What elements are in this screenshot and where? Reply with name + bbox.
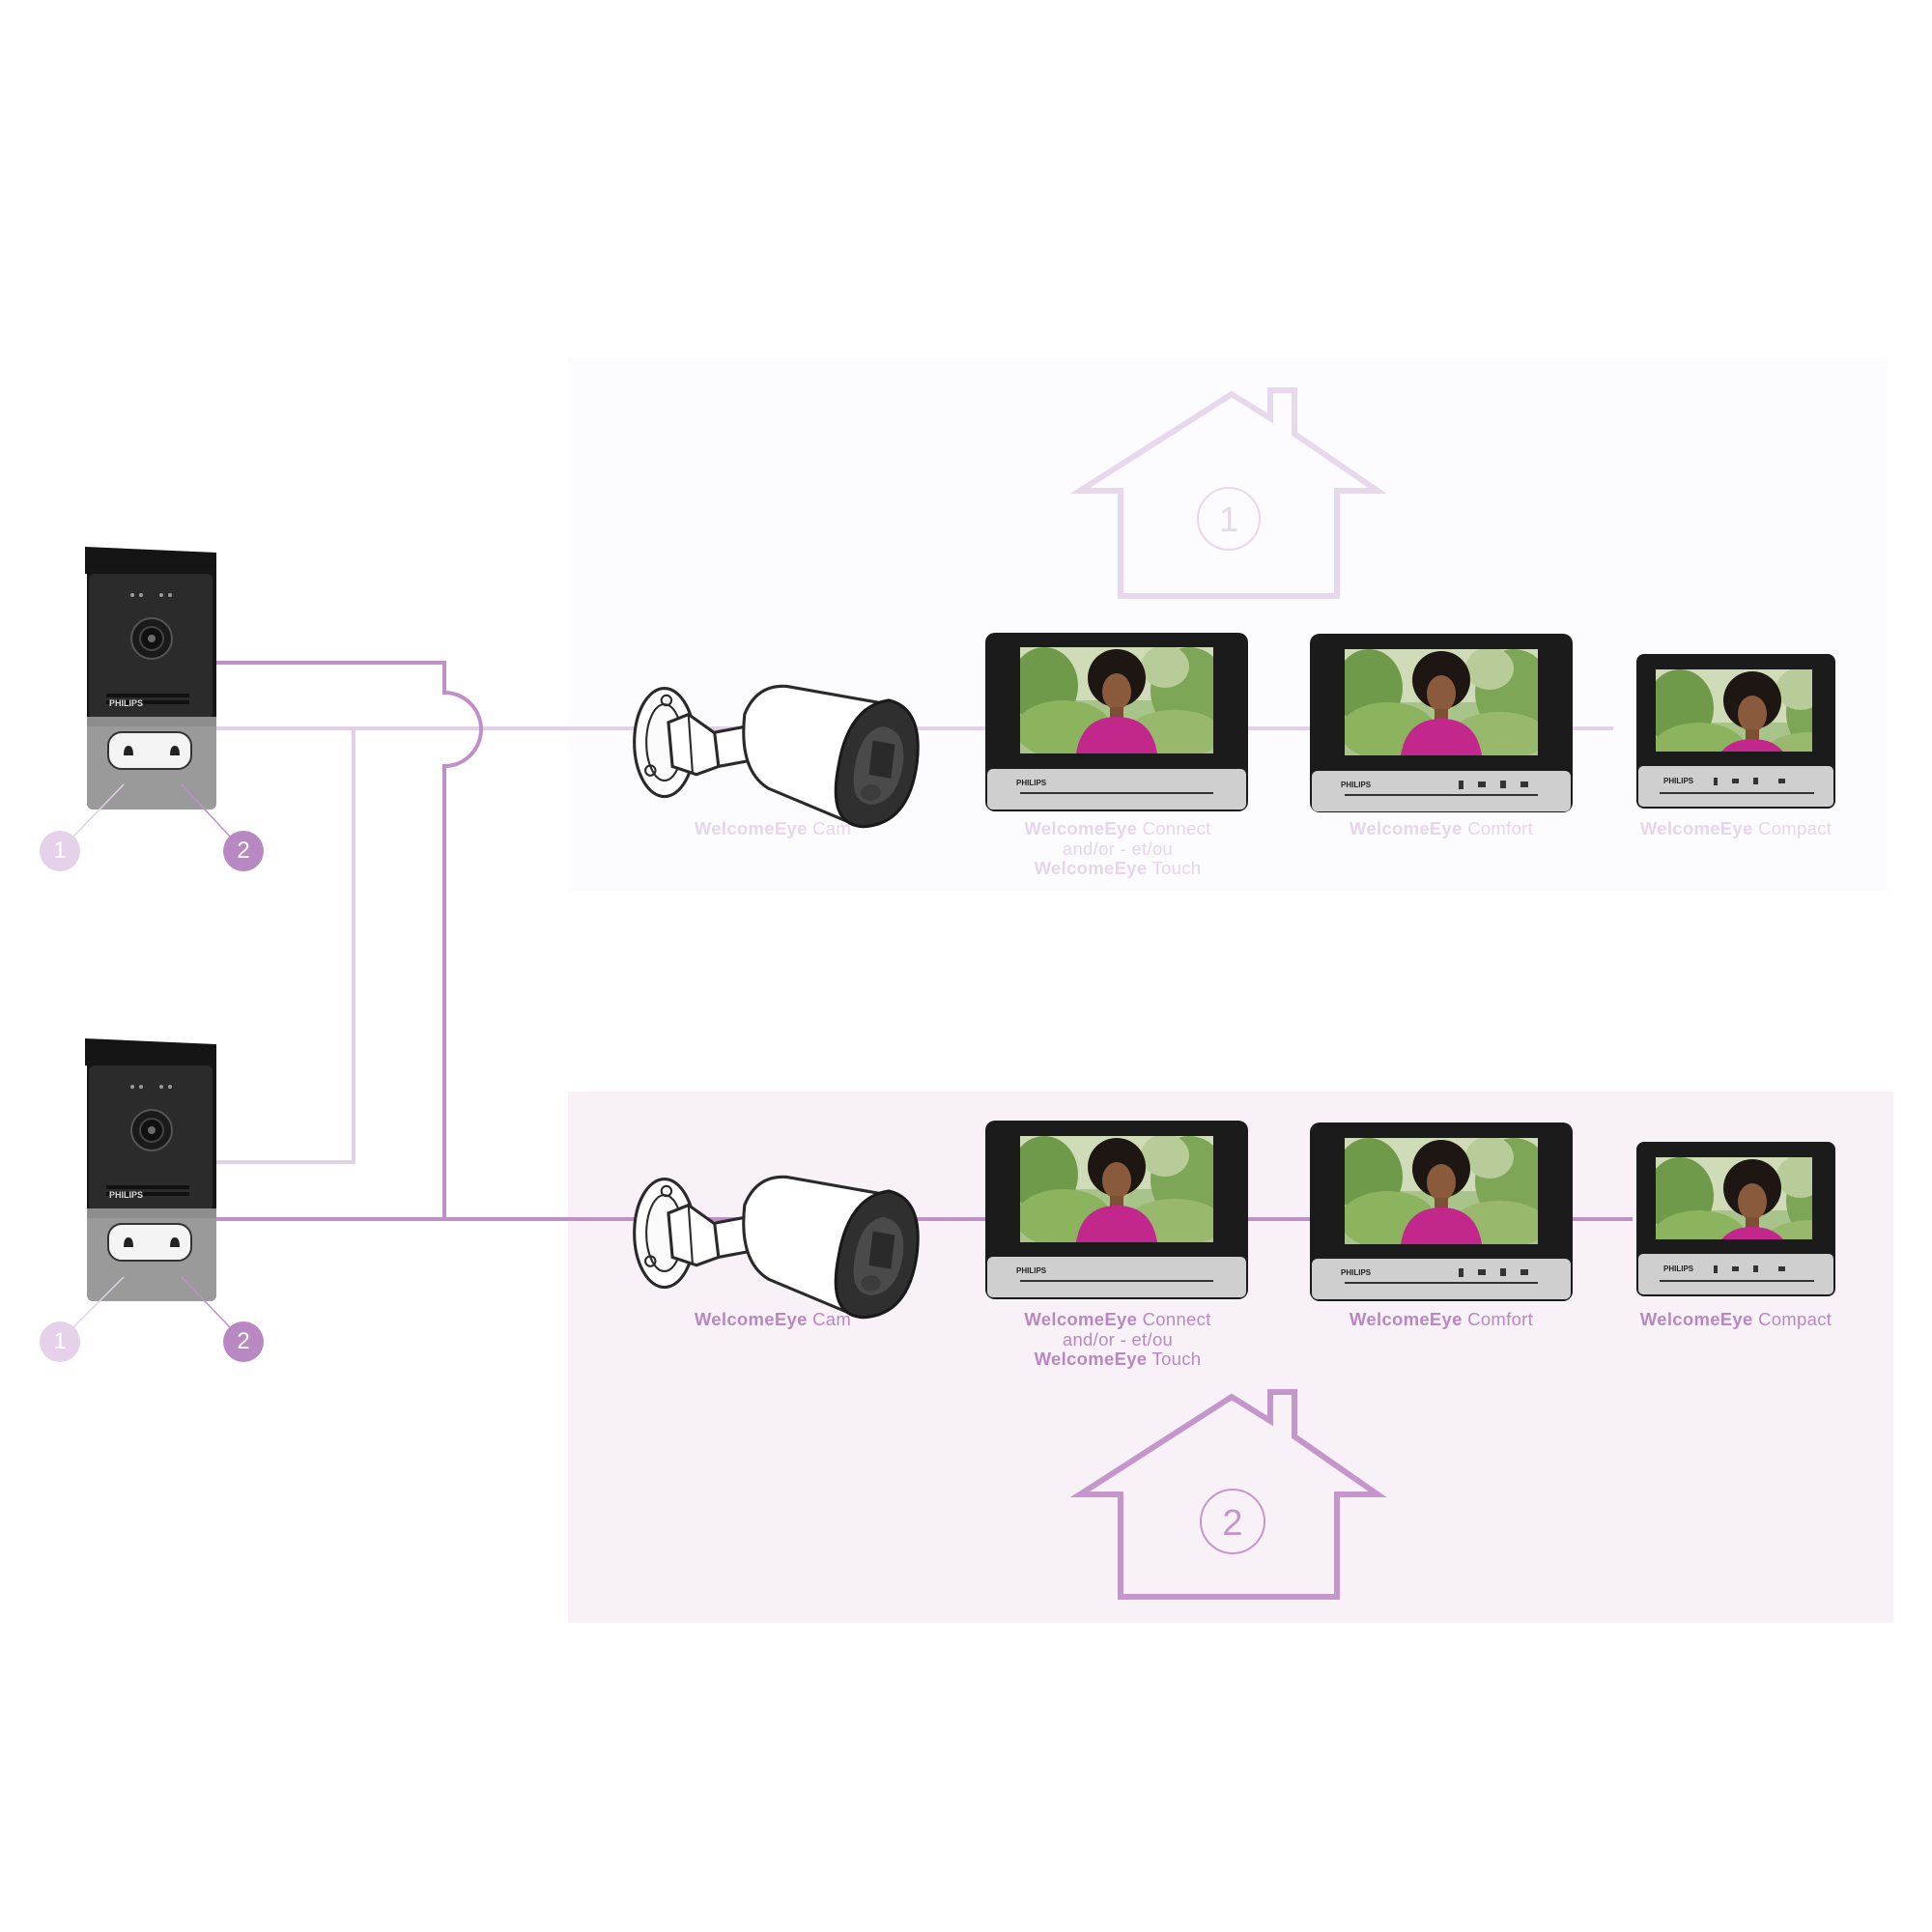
monitor-compact-2-brand: PHILIPS [1663,1264,1694,1273]
panel-2-button-2-badge: 2 [223,1321,264,1362]
monitor-connect-2 [985,1121,1248,1299]
panel-2-button-1-badge: 1 [40,1321,80,1362]
connect-1-caption: WelcomeEye Connect and/or - et/ou Welcom… [1024,818,1211,878]
monitor-compact-1-brand: PHILIPS [1663,777,1694,785]
compact-2-caption: WelcomeEye Compact [1639,1309,1833,1329]
monitor-compact-1 [1636,654,1835,809]
monitor-comfort-2 [1310,1122,1573,1301]
monitor-comfort-1-brand: PHILIPS [1341,781,1372,789]
outdoor-station-2-brand: PHILIPS [109,1190,143,1200]
monitor-connect-2-brand: PHILIPS [1016,1266,1047,1275]
outdoor-station-2 [85,1037,217,1302]
house-2-number: 2 [1222,1503,1242,1544]
outdoor-station-1 [85,546,217,810]
comfort-2-caption: WelcomeEye Comfort [1349,1309,1534,1329]
compact-1-caption: WelcomeEye Compact [1639,818,1833,838]
callout-lines-light [72,783,125,1328]
monitor-comfort-2-brand: PHILIPS [1341,1268,1372,1277]
comfort-1-caption: WelcomeEye Comfort [1349,818,1534,838]
panel-1-button-1-badge: 1 [40,831,80,871]
monitor-connect-1 [985,633,1248,811]
monitor-connect-1-brand: PHILIPS [1016,779,1047,787]
callout-lines-dark [181,783,231,1328]
panel-1-button-2-badge: 2 [223,831,264,871]
monitor-compact-2 [1636,1142,1835,1296]
connect-2-caption: WelcomeEye Connect and/or - et/ou Welcom… [1024,1309,1211,1369]
house-1-number: 1 [1219,499,1238,539]
monitor-comfort-1 [1310,634,1573,812]
outdoor-station-1-brand: PHILIPS [109,698,143,708]
camera-1-caption: WelcomeEye Cam [694,818,852,838]
house-1-icon [1069,387,1387,599]
house-2-icon [1069,1389,1387,1600]
camera-2-caption: WelcomeEye Cam [694,1309,852,1329]
